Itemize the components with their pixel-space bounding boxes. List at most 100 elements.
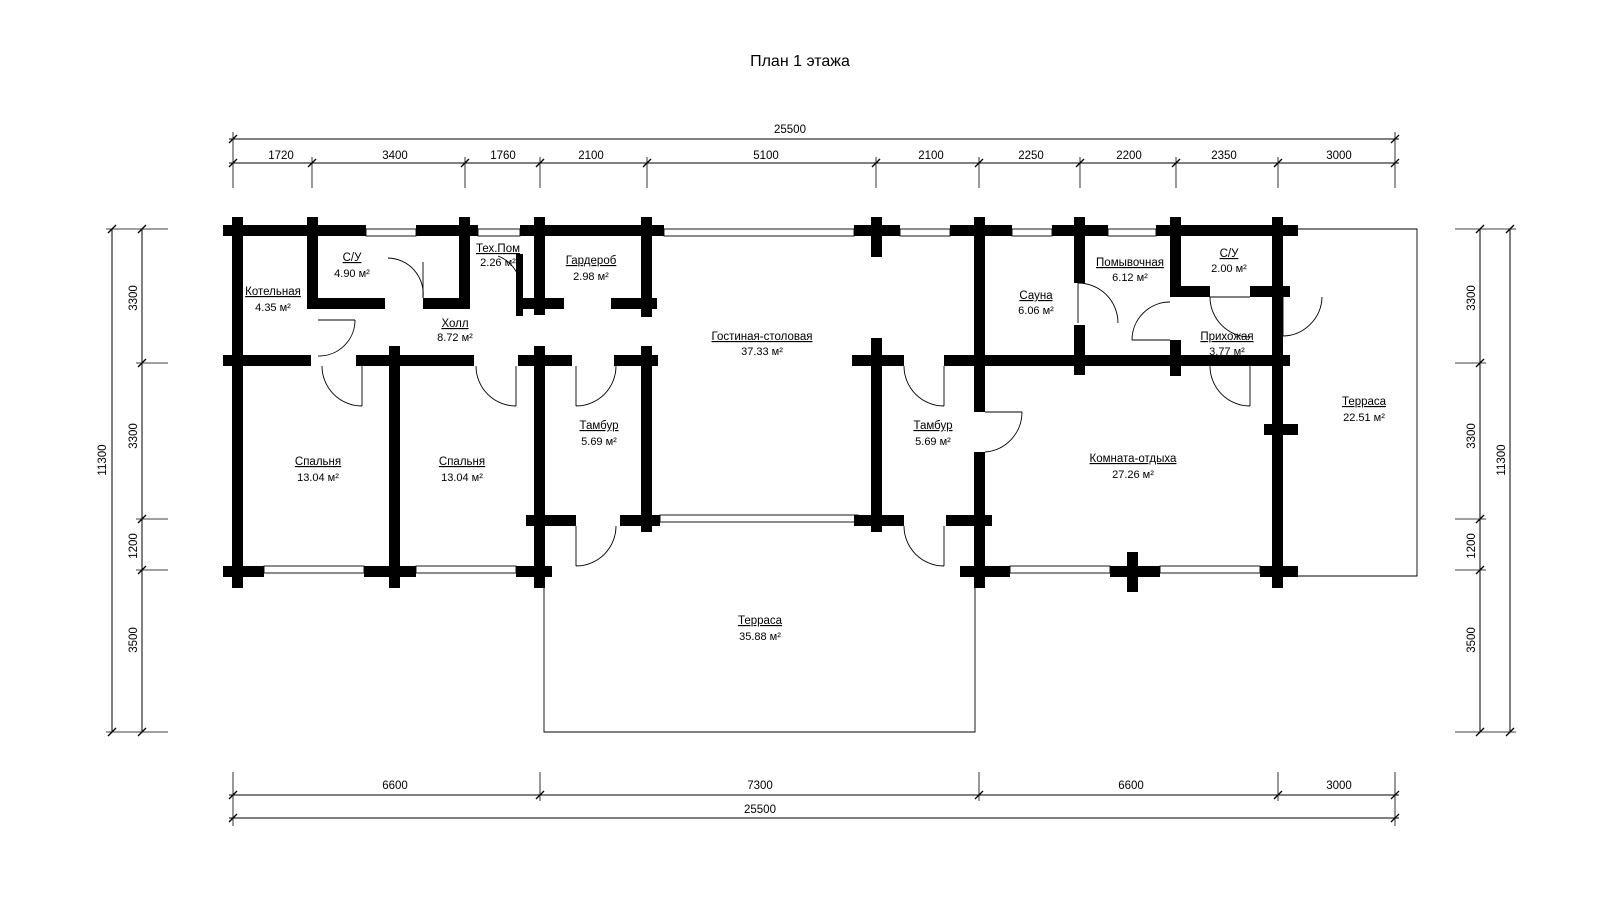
room-bedroom-2: Спальня 13.04 м² <box>439 456 485 484</box>
room-name: Холл <box>441 318 468 330</box>
room-name: Сауна <box>1019 290 1053 302</box>
right-dim-2: 3300 <box>1466 423 1478 449</box>
top-dim-1: 1720 <box>268 150 294 162</box>
right-dim-3: 1200 <box>1466 533 1478 559</box>
window <box>365 228 417 237</box>
room-area: 5.69 м² <box>581 436 617 448</box>
room-vestibule-2: Тамбур 5.69 м² <box>913 420 952 448</box>
top-ticks <box>228 134 1400 168</box>
bottom-dim-4: 3000 <box>1326 780 1352 792</box>
terraces <box>543 228 1418 733</box>
room-name: Тех.Пом <box>476 243 520 255</box>
room-living: Гостиная-столовая 37.33 м² <box>712 331 813 358</box>
windows <box>263 228 1261 574</box>
room-name: С/У <box>1220 248 1240 260</box>
room-area: 27.26 м² <box>1112 469 1154 481</box>
window <box>477 228 521 237</box>
top-dim-10: 3000 <box>1326 150 1352 162</box>
room-name: Спальня <box>295 456 341 468</box>
top-dim-3: 1760 <box>490 150 516 162</box>
room-name: Тамбур <box>579 420 618 432</box>
room-washroom: Помывочная 6.12 м² <box>1096 257 1164 284</box>
room-area: 4.35 м² <box>255 302 291 314</box>
room-area: 37.33 м² <box>741 346 783 358</box>
left-dim-1: 3300 <box>128 285 140 311</box>
walls <box>223 217 1298 592</box>
right-dim-4: 3500 <box>1466 627 1478 653</box>
bottom-dim-1: 6600 <box>382 780 408 792</box>
room-terrace-bottom: Терраса 35.88 м² <box>738 615 783 643</box>
top-dim-5: 5100 <box>753 150 779 162</box>
room-name: Котельная <box>245 286 301 298</box>
doors <box>317 255 1323 567</box>
window <box>663 228 855 237</box>
room-wc1: С/У 4.90 м² <box>334 252 370 280</box>
top-total-dim: 25500 <box>774 124 806 136</box>
bottom-dim-3: 6600 <box>1118 780 1144 792</box>
room-area: 2.98 м² <box>573 271 609 283</box>
bottom-total-dim: 25500 <box>744 804 776 816</box>
room-name: Гардероб <box>566 255 617 267</box>
room-name: Гостиная-столовая <box>712 331 813 343</box>
room-boiler: Котельная 4.35 м² <box>245 286 301 314</box>
room-area: 2.26 м² <box>480 257 516 269</box>
room-area: 4.90 м² <box>334 268 370 280</box>
right-total-dim: 11300 <box>1496 444 1508 475</box>
room-area: 2.00 м² <box>1211 263 1247 275</box>
window <box>1159 565 1261 574</box>
room-rest: Комната-отдыха 27.26 м² <box>1090 453 1177 481</box>
room-bedroom-1: Спальня 13.04 м² <box>295 456 341 484</box>
window <box>1009 565 1111 574</box>
room-name: Терраса <box>738 615 783 627</box>
room-area: 6.06 м² <box>1018 305 1054 317</box>
top-dim-7: 2250 <box>1018 150 1044 162</box>
room-name: Прихожая <box>1200 331 1253 343</box>
room-sauna: Сауна 6.06 м² <box>1018 290 1054 317</box>
room-hall: Холл 8.72 м² <box>437 318 473 344</box>
room-wc2: С/У 2.00 м² <box>1211 248 1247 275</box>
plan-title: План 1 этажа <box>750 53 850 70</box>
room-name: Тамбур <box>913 420 952 432</box>
top-dim-2: 3400 <box>382 150 408 162</box>
room-name: Помывочная <box>1096 257 1164 269</box>
right-dim-1: 3300 <box>1466 285 1478 311</box>
room-entry: Прихожая 3.77 м² <box>1200 331 1253 358</box>
room-wardrobe: Гардероб 2.98 м² <box>566 255 617 283</box>
bottom-dimensions: 6600 7300 6600 3000 25500 <box>228 772 1400 826</box>
room-name: Спальня <box>439 456 485 468</box>
room-tech: Тех.Пом 2.26 м² <box>476 243 520 269</box>
top-dimensions: 25500 1720 3400 1760 2100 5100 2100 2250… <box>228 124 1400 188</box>
terrace-bottom-outline <box>543 582 976 733</box>
window <box>659 514 859 523</box>
room-area: 3.77 м² <box>1209 346 1245 358</box>
room-area: 8.72 м² <box>437 332 473 344</box>
room-area: 6.12 м² <box>1112 272 1148 284</box>
bottom-dim-2: 7300 <box>747 780 773 792</box>
window <box>263 565 365 574</box>
room-area: 22.51 м² <box>1343 412 1385 424</box>
room-name: Терраса <box>1342 396 1387 408</box>
window <box>1011 228 1053 237</box>
window <box>899 228 951 237</box>
top-dim-9: 2350 <box>1211 150 1237 162</box>
room-name: Комната-отдыха <box>1090 453 1177 465</box>
left-dimensions: 11300 3300 3300 1200 3500 <box>97 224 168 737</box>
room-area: 5.69 м² <box>915 436 951 448</box>
right-dimensions: 3300 3300 1200 3500 11300 <box>1455 224 1516 737</box>
room-area: 13.04 м² <box>297 472 339 484</box>
left-dim-4: 3500 <box>128 627 140 653</box>
left-dim-3: 1200 <box>128 533 140 559</box>
room-terrace-right: Терраса 22.51 м² <box>1342 396 1387 424</box>
top-dim-6: 2100 <box>918 150 944 162</box>
top-dim-8: 2200 <box>1116 150 1142 162</box>
room-vestibule-1: Тамбур 5.69 м² <box>579 420 618 448</box>
left-dim-2: 3300 <box>128 423 140 449</box>
room-name: С/У <box>343 252 363 264</box>
top-dim-4: 2100 <box>578 150 604 162</box>
window <box>415 565 517 574</box>
terrace-right-outline <box>1283 228 1418 577</box>
window <box>1107 228 1157 237</box>
room-area: 13.04 м² <box>441 472 483 484</box>
room-labels: Котельная 4.35 м² С/У 4.90 м² Тех.Пом 2.… <box>245 243 1386 643</box>
